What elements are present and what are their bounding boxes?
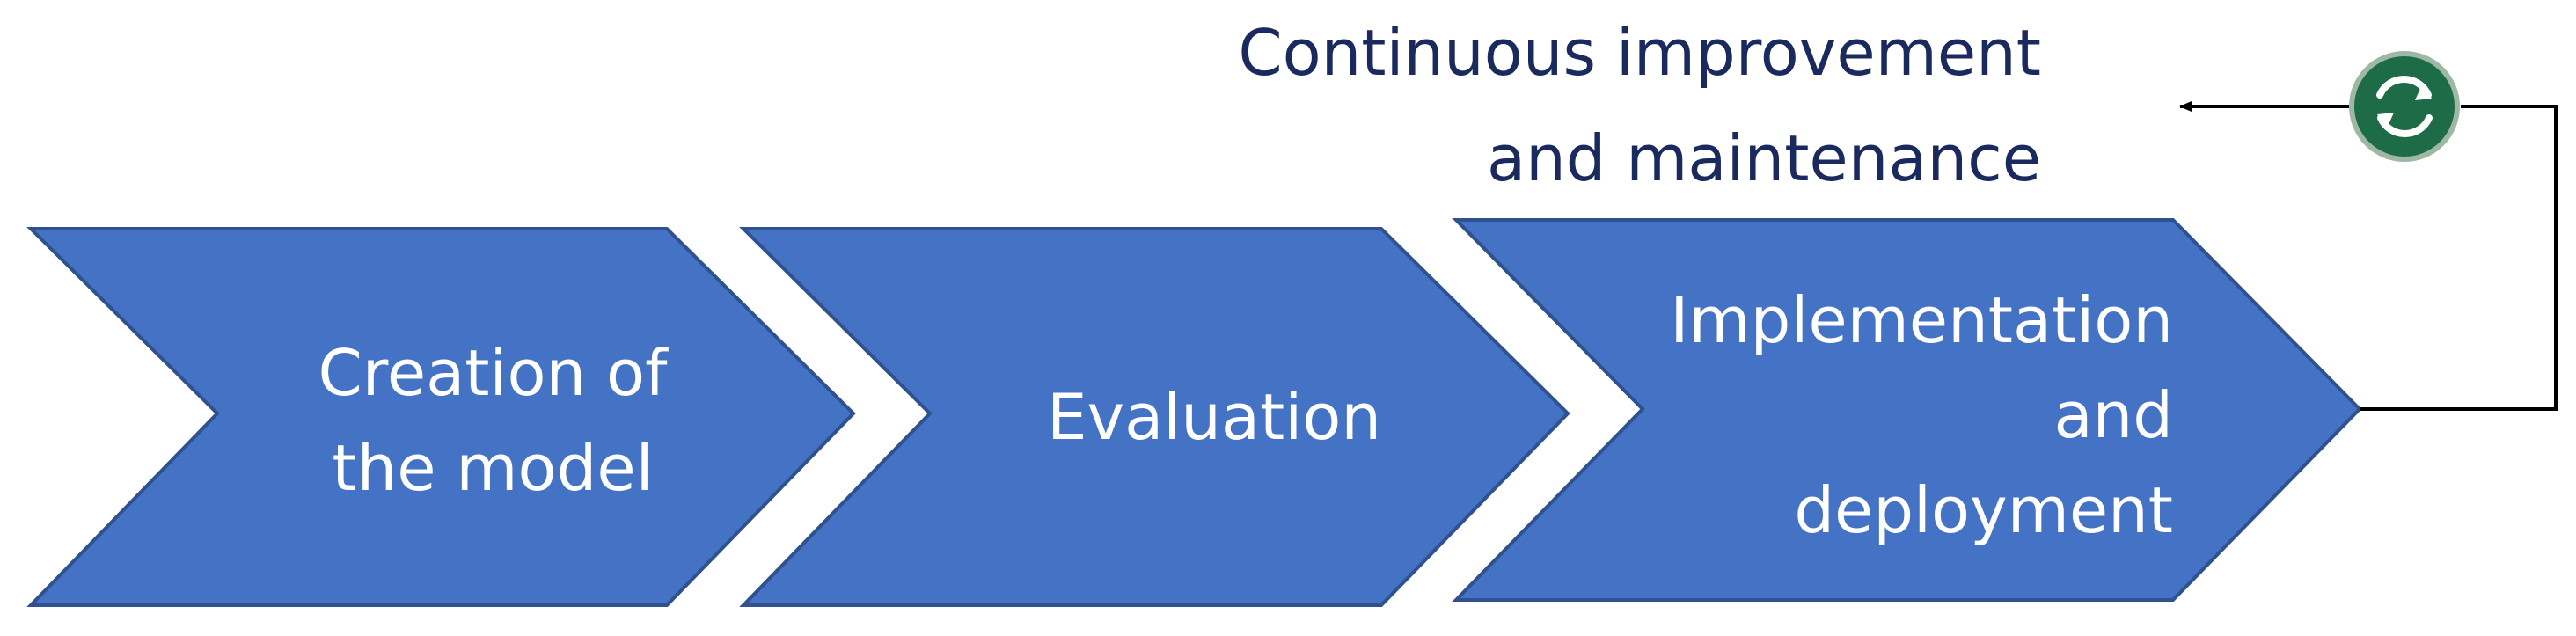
chevron-step-3 — [1452, 218, 2362, 602]
step-1-label: Creation of the model — [308, 325, 677, 515]
step-3-line-3: deployment — [1794, 473, 2173, 547]
step-1-line-1: Creation of — [318, 336, 668, 410]
feedback-line-2: and maintenance — [1486, 121, 2041, 195]
chevron-step-1 — [26, 227, 856, 607]
step-3-label: Implementation and deployment — [1636, 273, 2173, 558]
feedback-note: Continuous improvement and maintenance — [1161, 0, 2041, 211]
feedback-connector — [2360, 105, 2558, 411]
refresh-cycle-icon — [2349, 51, 2460, 162]
step-3-line-1: Implementation — [1670, 283, 2173, 357]
step-3-line-2: and — [2053, 378, 2173, 452]
step-1-line-2: the model — [332, 431, 654, 505]
step-2-line-1: Evaluation — [1047, 380, 1381, 454]
chevron-step-2 — [739, 227, 1570, 607]
feedback-line-1: Continuous improvement — [1238, 16, 2041, 90]
step-2-label: Evaluation — [1025, 369, 1403, 464]
